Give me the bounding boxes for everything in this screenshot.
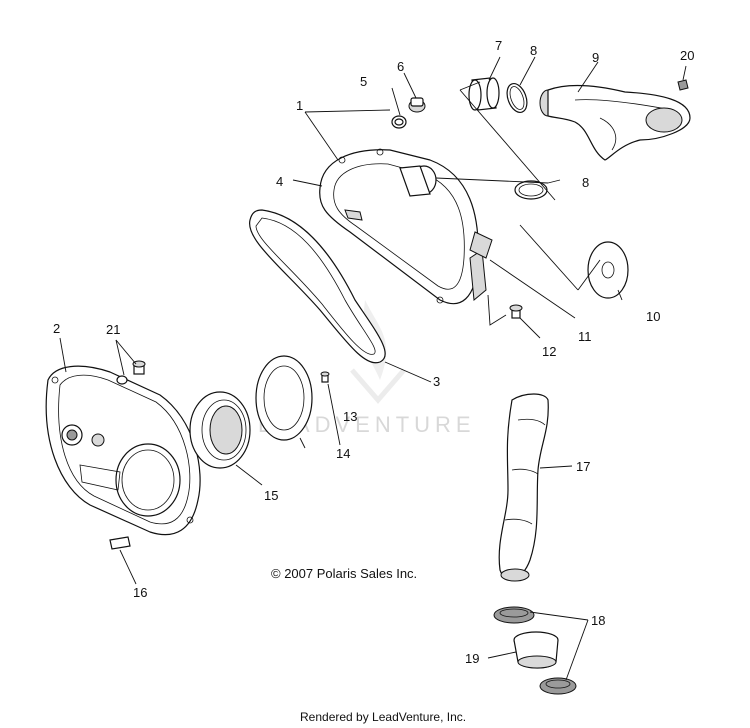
- clutch-seal: [189, 391, 251, 469]
- drive-belt: [249, 209, 386, 364]
- cover-bolt: [509, 304, 523, 319]
- callout-17: 17: [576, 459, 590, 474]
- hose-clamp-upper: [506, 82, 528, 114]
- callout-14: 14: [336, 446, 350, 461]
- callout-2: 2: [53, 321, 60, 336]
- label-tag: [109, 536, 131, 550]
- rendered-by-footer: Rendered by LeadVenture, Inc.: [300, 710, 467, 724]
- duct-clamp-upper: [493, 606, 535, 624]
- callout-15: 15: [264, 488, 278, 503]
- callout-3: 3: [433, 374, 440, 389]
- callout-19: 19: [465, 651, 479, 666]
- screw: [320, 371, 330, 383]
- copyright-notice: © 2007 Polaris Sales Inc.: [271, 566, 418, 581]
- callout-8-upper: 8: [530, 43, 537, 58]
- callout-6: 6: [397, 59, 404, 74]
- callout-4: 4: [276, 174, 283, 189]
- callout-5: 5: [360, 74, 367, 89]
- duct-boot: [513, 631, 559, 669]
- drain-plug: [408, 97, 426, 113]
- intake-duct: [539, 84, 691, 161]
- callout-9: 9: [592, 50, 599, 65]
- callout-8-lower: 8: [582, 175, 589, 190]
- duct-clamp-lower: [539, 677, 577, 695]
- callout-1: 1: [296, 98, 303, 113]
- small-clip: [677, 79, 689, 91]
- callout-16: 16: [133, 585, 147, 600]
- inner-clutch-cover: [45, 365, 201, 536]
- cover-plate: [255, 355, 313, 441]
- callout-numbers: 1 2 3 4 5 6 7 8 8 9 10 11 12 13 14 15 16…: [53, 38, 694, 666]
- duct-coupler: [468, 77, 500, 111]
- hose-clamp-lower: [514, 180, 548, 200]
- callout-10: 10: [646, 309, 660, 324]
- outer-clutch-cover: [319, 148, 493, 305]
- exhaust-duct: [498, 393, 549, 582]
- callout-20: 20: [680, 48, 694, 63]
- callout-18: 18: [591, 613, 605, 628]
- callout-11: 11: [578, 329, 592, 344]
- callout-13: 13: [343, 409, 357, 424]
- callout-21: 21: [106, 322, 120, 337]
- bolt-washer: [116, 360, 146, 385]
- leader-lines: [59, 56, 687, 681]
- callout-12: 12: [542, 344, 556, 359]
- drain-plug-seal: [391, 115, 407, 129]
- callout-7: 7: [495, 38, 502, 53]
- gasket: [587, 241, 629, 299]
